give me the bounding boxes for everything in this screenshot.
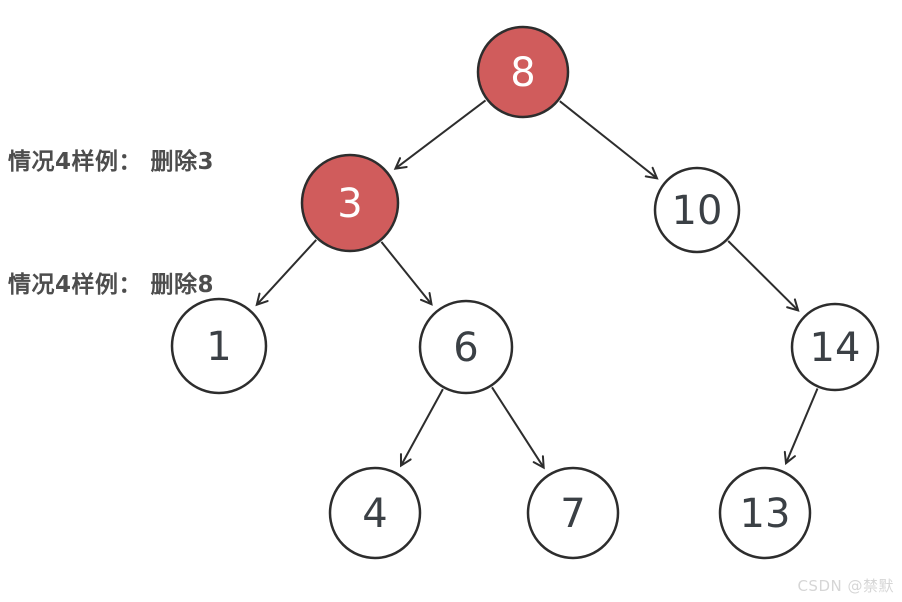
node-label: 13 [740, 491, 791, 537]
tree-node-10: 10 [653, 166, 741, 254]
tree-node-7: 7 [526, 466, 620, 560]
node-circle [526, 466, 620, 560]
tree-node-3: 3 [300, 153, 400, 253]
tree-node-14: 14 [790, 302, 880, 392]
tree-edge-8-to-3 [393, 99, 487, 170]
node-label: 14 [810, 325, 861, 371]
case-annotation: 情况4样例： 删除3 情况4样例： 删除8 [8, 60, 214, 388]
node-label: 7 [560, 491, 585, 537]
annotation-line-1: 情况4样例： 删除3 [8, 149, 215, 175]
node-circle [418, 299, 514, 395]
tree-node-13: 13 [718, 466, 812, 560]
node-circle [170, 297, 268, 395]
node-label: 6 [453, 325, 478, 371]
node-circle-highlighted [300, 153, 400, 253]
node-circle-highlighted [476, 25, 570, 119]
tree-node-8: 8 [476, 25, 570, 119]
tree-edge-3-to-1 [255, 239, 317, 307]
tree-edge-14-to-13 [783, 388, 819, 466]
tree-edge-6-to-7 [491, 386, 545, 470]
node-circle [328, 466, 422, 560]
tree-node-1: 1 [170, 297, 268, 395]
node-circle [790, 302, 880, 392]
node-label: 8 [510, 50, 535, 96]
tree-edge-8-to-10 [559, 100, 659, 180]
tree-node-4: 4 [328, 466, 422, 560]
tree-edge-6-to-4 [399, 388, 444, 468]
node-circle [718, 466, 812, 560]
node-label: 3 [337, 181, 362, 227]
node-label: 10 [672, 188, 723, 234]
watermark: CSDN @禁默 [797, 577, 894, 595]
node-label: 4 [362, 491, 387, 537]
tree-edge-10-to-14 [727, 240, 800, 312]
node-circle [653, 166, 741, 254]
tree-node-6: 6 [418, 299, 514, 395]
node-label: 1 [206, 324, 231, 370]
annotation-line-2: 情况4样例： 删除8 [8, 272, 215, 298]
tree-edge-3-to-6 [380, 241, 433, 306]
